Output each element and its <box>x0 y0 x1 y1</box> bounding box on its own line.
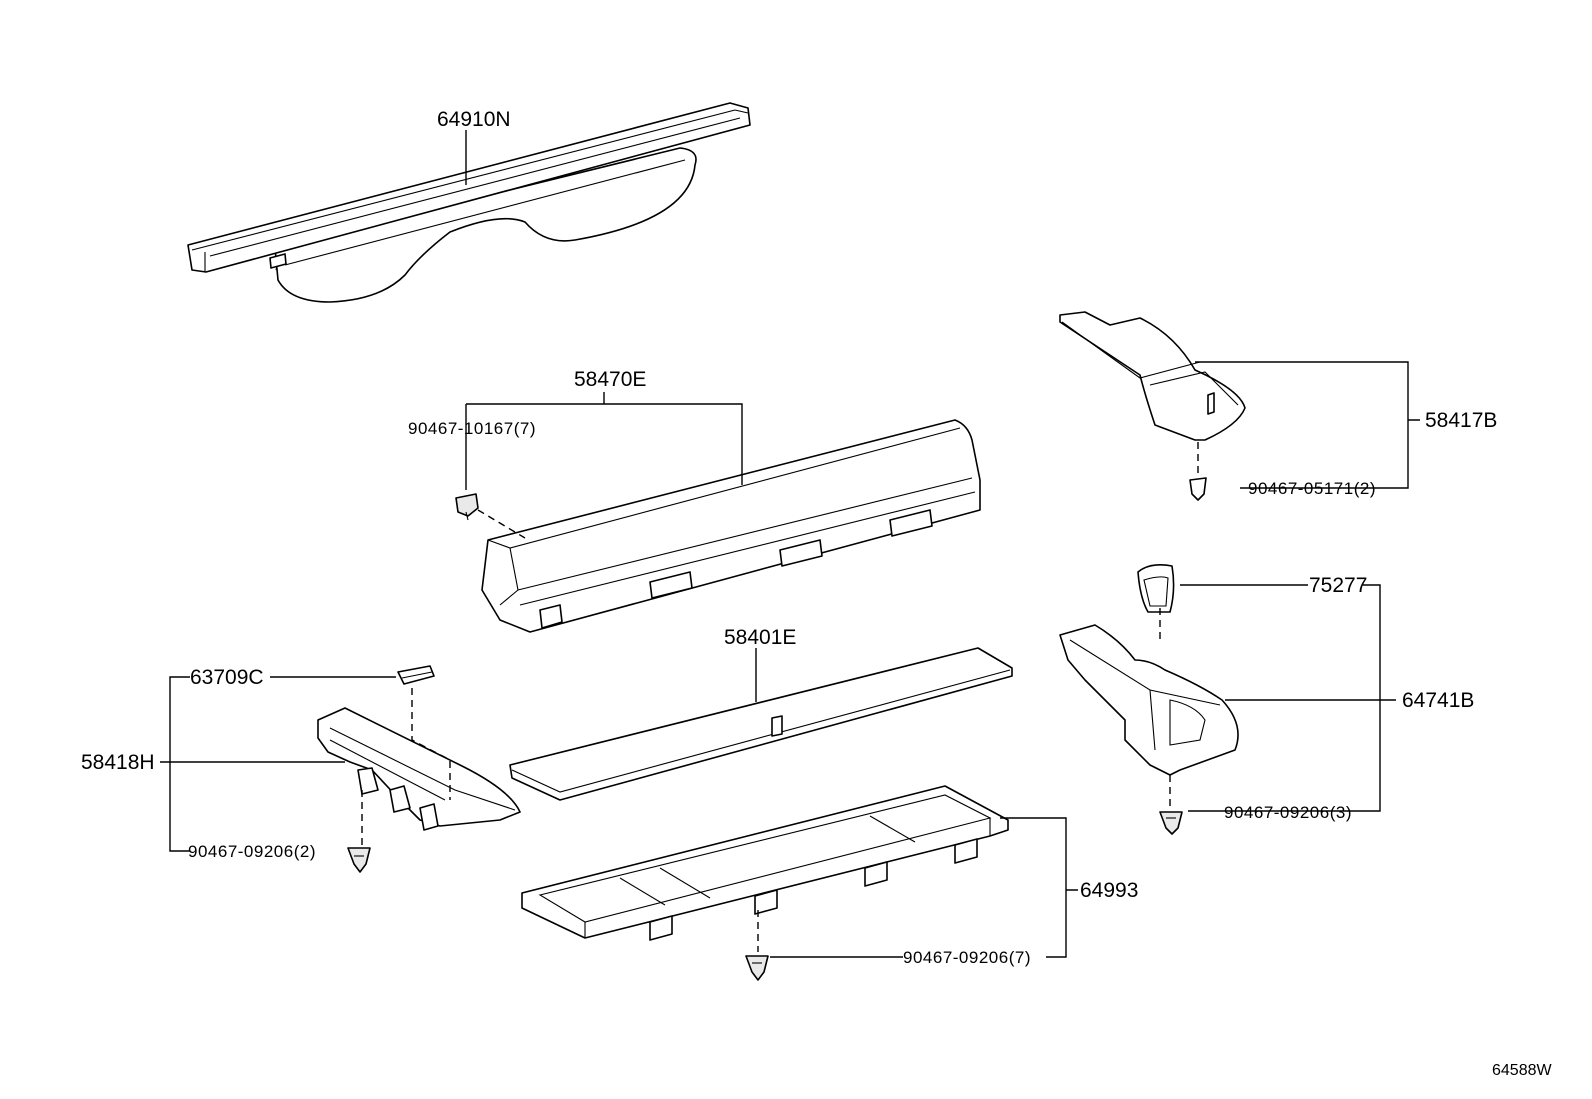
side-box-right <box>1059 624 1239 776</box>
label-screw-right-upper: 90467-05171(2) <box>1248 479 1376 498</box>
label-screw-left: 90467-09206(2) <box>188 842 316 861</box>
screw-left-icon <box>347 847 371 873</box>
trim-panel-upper <box>481 419 981 633</box>
label-screw-tray: 90467-09206(7) <box>903 948 1031 967</box>
cargo-cover-roller <box>187 102 751 303</box>
label-trim-panel-upper: 58470E <box>574 368 646 391</box>
label-box-insert: 75277 <box>1309 574 1367 597</box>
label-side-box-right: 64741B <box>1402 689 1474 712</box>
diagram-reference-id: 64588W <box>1492 1062 1552 1079</box>
side-panel-right-upper <box>1059 311 1246 441</box>
label-side-panel-right-upper: 58417B <box>1425 409 1497 432</box>
label-floor-tray: 64993 <box>1080 879 1138 902</box>
screw-right-lower-icon <box>1159 811 1183 835</box>
screw-right-upper-icon <box>1189 477 1207 501</box>
clip-left <box>397 665 435 685</box>
label-screw-upper: 90467-10167(7) <box>408 419 536 438</box>
leader-lines <box>160 130 1420 958</box>
floor-board <box>509 647 1013 801</box>
label-side-panel-left: 58418H <box>81 751 155 774</box>
screw-tray-icon <box>745 955 769 981</box>
side-panel-left <box>317 707 521 831</box>
box-insert <box>1137 564 1175 613</box>
label-screw-right-lower: 90467-09206(3) <box>1224 803 1352 822</box>
label-clip-left: 63709C <box>190 666 264 689</box>
label-cover-roller: 64910N <box>437 108 511 131</box>
screw-upper-icon <box>455 493 479 521</box>
label-floor-board: 58401E <box>724 626 796 649</box>
floor-tray <box>521 785 1009 941</box>
